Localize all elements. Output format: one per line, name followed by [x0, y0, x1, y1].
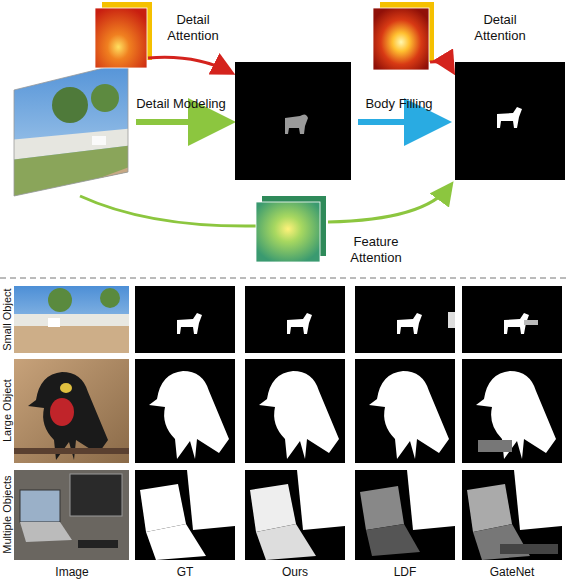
- ours-mask: [245, 286, 345, 353]
- row-label: Small Object: [0, 289, 13, 351]
- feature-path: [328, 186, 450, 222]
- tree: [48, 288, 72, 312]
- monitor: [70, 474, 122, 516]
- grass: [10, 145, 135, 200]
- ldf-mask: [355, 359, 455, 463]
- bird-mask: [149, 371, 229, 459]
- gt-mask: [135, 286, 235, 353]
- input-photo: [10, 55, 135, 200]
- feature-path: [80, 196, 258, 226]
- row-multiple: [14, 470, 562, 560]
- gt-mask: [135, 470, 235, 560]
- row-label: Large Object: [0, 380, 13, 443]
- smear: [524, 320, 538, 325]
- column-label: GateNet: [490, 565, 535, 579]
- gatenet-mask: [462, 470, 562, 560]
- keyboard: [78, 540, 118, 548]
- final-mask: [455, 62, 565, 180]
- attention-arrow: [148, 57, 230, 72]
- gatenet-mask: [462, 286, 562, 353]
- smear: [478, 440, 512, 452]
- column-label: LDF: [394, 565, 417, 579]
- attention-arrow: [430, 62, 452, 70]
- bird: [28, 372, 108, 460]
- ground: [14, 326, 129, 353]
- stage-label: Feature Attention: [340, 234, 412, 265]
- photo: [14, 470, 129, 560]
- stage-label: Detail Attention: [157, 12, 229, 43]
- column-label: Ours: [282, 565, 308, 579]
- sky: [10, 55, 135, 200]
- column-label: Image: [55, 565, 88, 579]
- horse-mask: [287, 313, 312, 334]
- gatenet-mask: [462, 359, 562, 463]
- branch: [14, 448, 129, 454]
- photo: [14, 359, 129, 463]
- horse-mask: [397, 313, 422, 334]
- laptop: [20, 490, 60, 522]
- filling-arrow: [358, 119, 440, 125]
- bird-mask: [369, 371, 449, 459]
- modeling-arrow: [136, 119, 224, 125]
- detail-blob: [285, 114, 308, 134]
- ground: [40, 165, 135, 200]
- photo: [14, 286, 129, 353]
- bird-face: [60, 383, 72, 393]
- horse: [92, 136, 106, 145]
- horse: [48, 318, 60, 327]
- tree: [52, 87, 88, 123]
- row-label: Multiple Objects: [0, 476, 13, 554]
- ldf-mask: [355, 470, 455, 560]
- row-small: [14, 286, 562, 353]
- ours-mask: [245, 470, 345, 560]
- tree: [100, 288, 120, 308]
- stage-label: Detail Attention: [464, 12, 536, 43]
- tree: [91, 84, 119, 112]
- bird-mask: [259, 371, 339, 459]
- detail-mask: [235, 62, 351, 180]
- laptop-base: [20, 522, 72, 542]
- ours-mask: [245, 359, 345, 463]
- attention-map: [95, 8, 147, 68]
- attention-map: [373, 8, 429, 70]
- arrow-label: Body Filling: [365, 96, 432, 112]
- horse-mask: [497, 107, 522, 128]
- false-blob: [448, 312, 455, 328]
- bird-mask: [476, 371, 556, 459]
- arrow-label: Detail Modeling: [136, 96, 226, 112]
- photo-frame: [14, 62, 128, 196]
- gt-mask: [135, 359, 235, 463]
- row-large: [14, 359, 562, 463]
- ldf-mask: [355, 286, 455, 353]
- feature-map: [256, 202, 320, 262]
- bird-breast: [50, 398, 74, 426]
- horse-mask: [177, 313, 202, 334]
- column-label: GT: [177, 565, 194, 579]
- wall: [14, 314, 129, 326]
- divider: [0, 278, 568, 279]
